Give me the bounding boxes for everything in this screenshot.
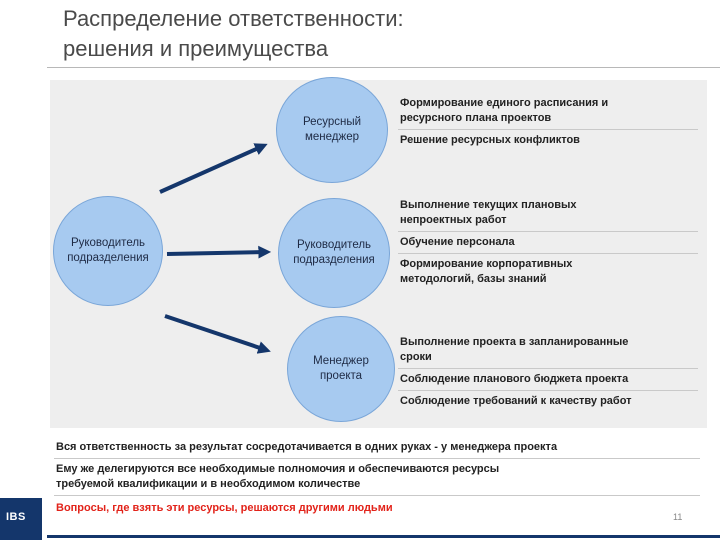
company-logo: IBS <box>6 511 26 523</box>
responsibility-item: Выполнение текущих плановых непроектных … <box>400 199 577 226</box>
target-label-line-2: менеджер <box>305 131 359 143</box>
responsibility-item: Соблюдение требований к качеству работ <box>400 395 632 407</box>
question-note: Вопросы, где взять эти ресурсы, решаются… <box>56 502 393 514</box>
note-divider <box>54 458 700 459</box>
target-label-line-2: подразделения <box>293 254 375 266</box>
arrow-to-project-manager <box>164 314 271 354</box>
responsibility-item: Выполнение проекта в запланированные сро… <box>400 336 629 363</box>
target-circle-project-manager: Менеджер проекта <box>287 316 395 422</box>
item-divider <box>398 253 698 254</box>
target-label-line-2: проекта <box>319 370 363 382</box>
source-label-line-2: подразделения <box>67 252 149 264</box>
source-circle-department-head: Руководитель подразделения <box>53 196 163 306</box>
target-circle-department-head: Руководитель подразделения <box>278 198 390 308</box>
slide-title-line-2: решения и преимущества <box>63 36 329 61</box>
responsibility-item: Формирование единого расписания и ресурс… <box>400 97 609 124</box>
delegation-note: Ему же делегируются все необходимые полн… <box>56 463 500 490</box>
responsibility-item: Формирование корпоративных методологий, … <box>400 258 573 285</box>
target-circle-resource-manager: Ресурсный менеджер <box>276 77 388 183</box>
responsibility-item: Соблюдение планового бюджета проекта <box>400 373 629 385</box>
item-divider <box>398 129 698 130</box>
target-label-line-1: Ресурсный <box>302 116 362 128</box>
item-divider <box>398 231 698 232</box>
note-divider <box>54 495 700 496</box>
title-divider <box>47 67 720 68</box>
page-number: 11 <box>673 512 683 522</box>
target-label-line-1: Руководитель <box>296 239 372 251</box>
arrow-to-department-head <box>166 245 272 259</box>
slide-title-line-1: Распределение ответственности: <box>63 6 404 31</box>
item-divider <box>398 368 698 369</box>
responsibility-item: Решение ресурсных конфликтов <box>400 134 580 146</box>
responsibility-item: Обучение персонала <box>400 236 515 248</box>
summary-note: Вся ответственность за результат сосредо… <box>56 441 558 453</box>
target-label-line-1: Менеджер <box>313 355 369 367</box>
footer-line <box>47 535 720 538</box>
item-divider <box>398 390 698 391</box>
source-label-line-1: Руководитель <box>70 237 146 249</box>
footer-logo-bar <box>0 498 42 540</box>
arrow-to-resource-manager <box>159 143 268 194</box>
